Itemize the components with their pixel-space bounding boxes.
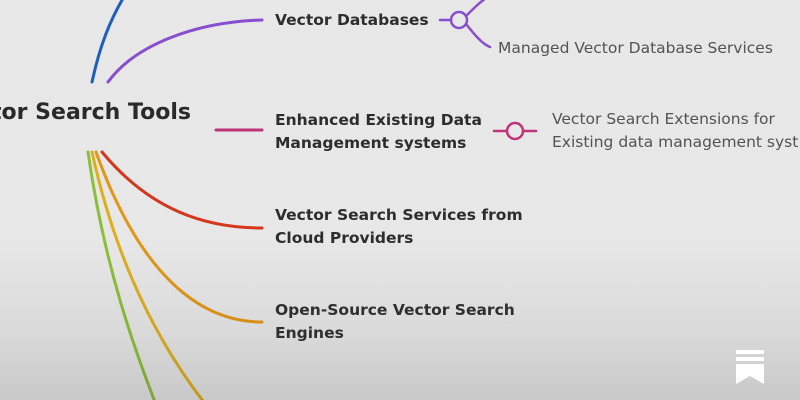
bookmark-icon[interactable] (734, 350, 766, 384)
branch-enhanced-line-2: Management systems (275, 134, 467, 152)
branch-open-source-line-2: Engines (275, 324, 344, 342)
leaf-managed-vector-database-services: Managed Vector Database Services (498, 39, 773, 57)
branch-enhanced-existing-data: Enhanced Existing Data Management system… (275, 109, 482, 155)
leaf-extensions-line-2: Existing data management syst (552, 133, 799, 151)
leaf-extensions-line-1: Vector Search Extensions for (552, 110, 775, 128)
root-node-label: ctor Search Tools (0, 100, 191, 125)
edge-bottom-yellow (90, 150, 205, 400)
edge-vdb-managed (464, 22, 492, 49)
branch-vector-databases: Vector Databases (275, 11, 429, 29)
branch-open-source-line-1: Open-Source Vector Search (275, 301, 515, 319)
leaf-vector-search-extensions: Vector Search Extensions for Existing da… (552, 108, 798, 154)
enhanced-node-circle (505, 121, 525, 141)
branch-cloud-line-1: Vector Search Services from (275, 206, 523, 224)
edge-cloud-providers (100, 150, 264, 230)
branch-cloud-providers: Vector Search Services from Cloud Provid… (275, 204, 523, 250)
edge-open-source (94, 150, 264, 324)
branch-cloud-line-2: Cloud Providers (275, 229, 414, 247)
branch-enhanced-line-1: Enhanced Existing Data (275, 111, 482, 129)
edge-vdb-up (464, 0, 486, 18)
edge-bottom-green (86, 150, 156, 400)
edge-top-blue (90, 0, 124, 84)
branch-open-source: Open-Source Vector Search Engines (275, 299, 515, 345)
vector-databases-node-circle (449, 10, 469, 30)
edge-vector-databases (106, 18, 264, 84)
